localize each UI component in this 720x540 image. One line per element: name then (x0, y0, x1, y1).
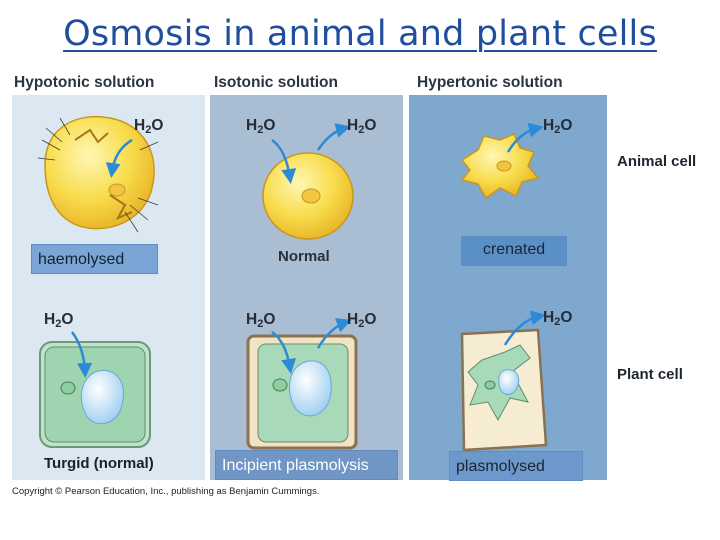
hypotonic-heading: Hypotonic solution (14, 74, 155, 91)
haemolysed-label: haemolysed (31, 244, 158, 274)
water-label: H2O (246, 117, 276, 136)
isotonic-panel (210, 95, 403, 480)
hypotonic-panel (12, 95, 205, 480)
plant-cell-row-label: Plant cell (617, 366, 683, 383)
water-label: H2O (543, 309, 573, 328)
turgid-label: Turgid (normal) (44, 455, 154, 472)
normal-label: Normal (278, 248, 330, 265)
incipient-plasmolysis-label: Incipient plasmolysis (215, 450, 398, 480)
water-label: H2O (134, 117, 164, 136)
hypertonic-heading: Hypertonic solution (417, 74, 563, 91)
animal-cell-row-label: Animal cell (617, 153, 697, 170)
water-label: H2O (543, 117, 573, 136)
hypertonic-panel (409, 95, 607, 480)
water-label: H2O (44, 311, 74, 330)
isotonic-heading: Isotonic solution (214, 74, 338, 91)
water-label: H2O (347, 117, 377, 136)
plasmolysed-label: plasmolysed (449, 451, 583, 481)
water-label: H2O (347, 311, 377, 330)
copyright-text: Copyright © Pearson Education, Inc., pub… (12, 486, 320, 497)
page-title: Osmosis in animal and plant cells (63, 14, 657, 54)
water-label: H2O (246, 311, 276, 330)
crenated-label: crenated (461, 236, 567, 266)
